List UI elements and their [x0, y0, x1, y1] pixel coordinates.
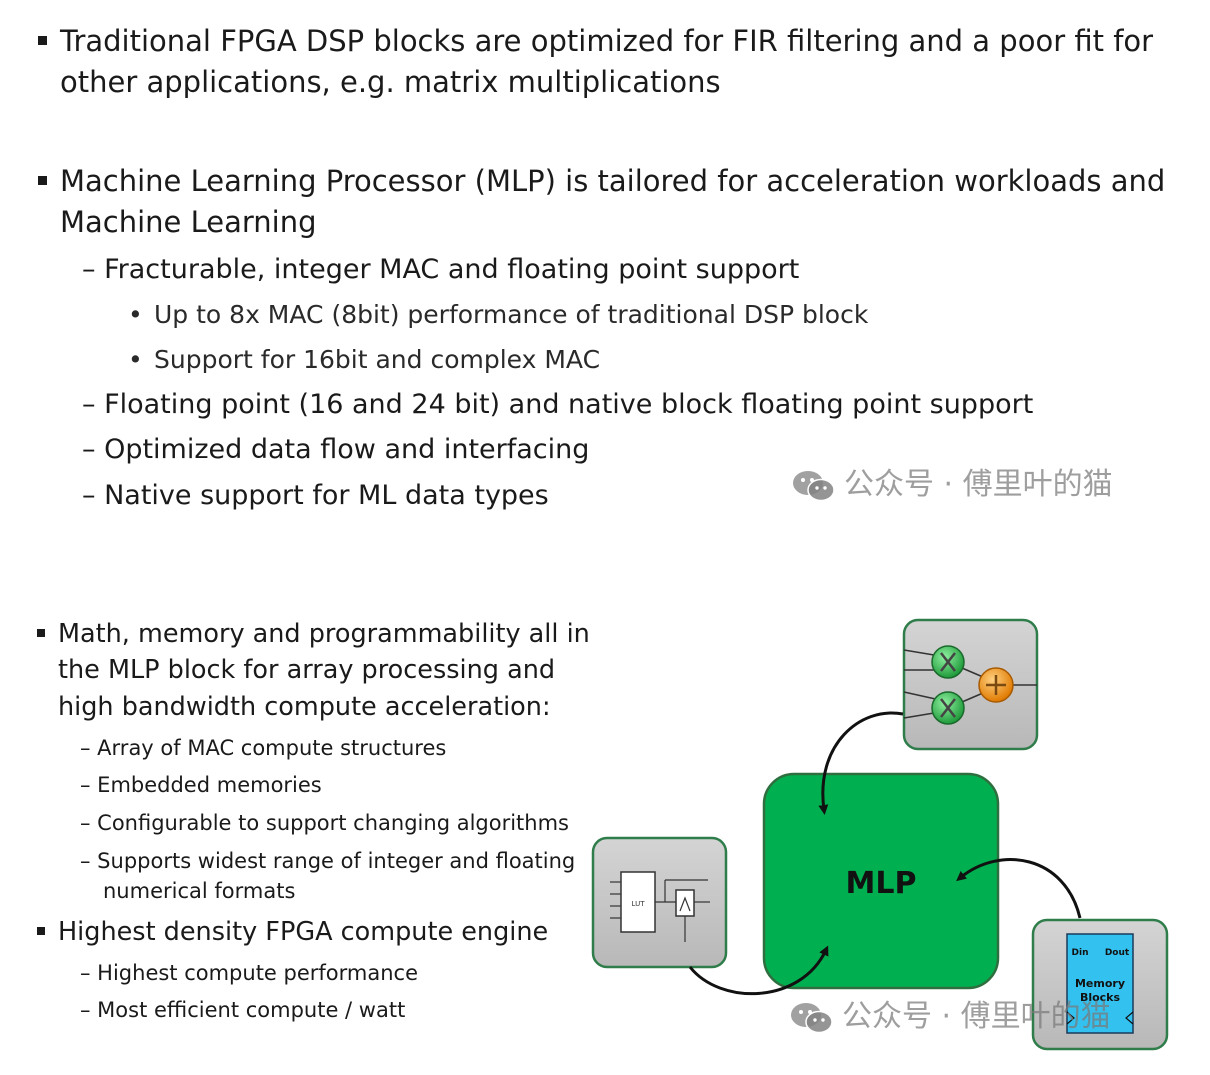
bottom-bullet-1-line-3: high bandwidth compute acceleration:	[58, 692, 551, 722]
memory-label-line-2: Blocks	[1080, 991, 1121, 1004]
watermark: 公众号 · 傅里叶的猫	[792, 467, 1113, 503]
arrow-mac-to-mlp	[818, 711, 904, 815]
sub-item-fracturable: – Fracturable, integer MAC and floating …	[82, 254, 800, 285]
mac-tile	[902, 618, 1039, 751]
bottom-bullet-1-line-2: the MLP block for array processing and	[58, 655, 556, 685]
sub-item-ml-data-types: – Native support for ML data types	[82, 480, 549, 511]
top-bullet-2-line-2: Machine Learning	[60, 205, 317, 239]
sub-sub-item-16bit: •Support for 16bit and complex MAC	[128, 345, 601, 374]
mlp-block: MLP	[762, 772, 1000, 990]
sub-item-configurable: – Configurable to support changing algor…	[80, 811, 569, 835]
multiplier-icon	[931, 645, 965, 679]
bullet-square	[37, 629, 45, 637]
sub-item-mac-array: – Array of MAC compute structures	[80, 736, 447, 760]
lut-label: LUT	[632, 900, 646, 908]
sub-item-embedded-memories: – Embedded memories	[80, 773, 322, 797]
sub-item-data-flow: – Optimized data flow and interfacing	[82, 434, 590, 465]
bullet-square	[38, 36, 47, 45]
sub-sub-item-8x-mac: •Up to 8x MAC (8bit) performance of trad…	[128, 300, 869, 329]
bullet-square	[38, 176, 47, 185]
sub-item-numerical-formats: numerical formats	[103, 879, 296, 903]
adder-icon	[978, 667, 1014, 703]
top-bullet-1-line-2: other applications, e.g. matrix multipli…	[60, 65, 721, 99]
top-bullet-2-line-1: Machine Learning Processor (MLP) is tail…	[60, 164, 1166, 198]
sub-item-highest-performance: – Highest compute performance	[80, 961, 419, 985]
bullet-square	[37, 927, 45, 935]
bottom-bullet-2: Highest density FPGA compute engine	[58, 917, 549, 947]
bottom-bullet-1-line-1: Math, memory and programmability all in	[58, 619, 590, 649]
lut-tile: LUT	[591, 836, 728, 969]
arrow-lut-to-mlp	[688, 945, 829, 996]
watermark: 公众号 · 傅里叶的猫	[790, 999, 1111, 1035]
sub-item-efficient-compute: – Most efficient compute / watt	[80, 998, 406, 1022]
mlp-label: MLP	[846, 866, 917, 901]
din-label: Din	[1072, 948, 1089, 958]
wechat-icon	[791, 1002, 833, 1033]
sub-item-floating-point: – Floating point (16 and 24 bit) and nat…	[82, 389, 1034, 420]
memory-label-line-1: Memory	[1075, 977, 1125, 990]
dout-label: Dout	[1105, 948, 1130, 958]
sub-item-widest-range: – Supports widest range of integer and f…	[80, 849, 576, 873]
arrow-memory-to-mlp	[956, 858, 1082, 919]
multiplier-icon	[931, 691, 965, 725]
wechat-icon	[793, 470, 835, 501]
memory-tile: Din Dout Memory Blocks	[1031, 918, 1169, 1051]
top-bullet-1-line-1: Traditional FPGA DSP blocks are optimize…	[60, 24, 1154, 58]
